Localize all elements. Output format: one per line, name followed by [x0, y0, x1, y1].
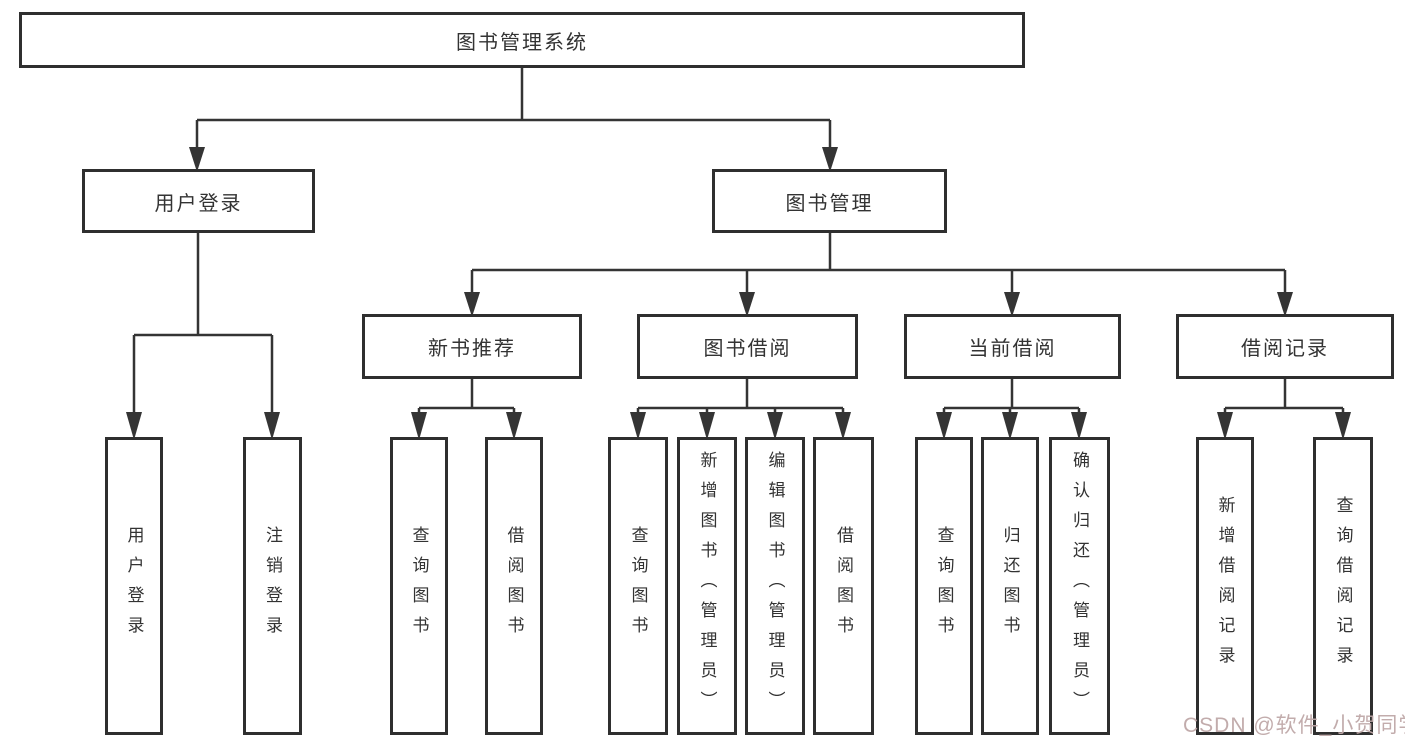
- node-current-borrow: 当前借阅: [904, 314, 1121, 379]
- node-book-borrow: 图书借阅: [637, 314, 858, 379]
- node-book-management: 图书管理: [712, 169, 947, 233]
- leaf-current-confirm-return-admin: 确认归还（管理员）: [1049, 437, 1110, 735]
- node-new-book-recommend: 新书推荐: [362, 314, 582, 379]
- leaf-user-login: 用户登录: [105, 437, 163, 735]
- leaf-borrow-borrow-books: 借阅图书: [813, 437, 874, 735]
- leaf-records-query-record: 查询借阅记录: [1313, 437, 1373, 735]
- leaf-borrow-add-books-admin: 新增图书（管理员）: [677, 437, 737, 735]
- leaf-records-add-record: 新增借阅记录: [1196, 437, 1254, 735]
- leaf-recommend-borrow-books: 借阅图书: [485, 437, 543, 735]
- arrowheads: [126, 147, 1351, 440]
- leaf-borrow-query-books: 查询图书: [608, 437, 668, 735]
- leaf-current-query-books: 查询图书: [915, 437, 973, 735]
- node-user-login: 用户登录: [82, 169, 315, 233]
- node-library-management-system: 图书管理系统: [19, 12, 1025, 68]
- leaf-logout: 注销登录: [243, 437, 302, 735]
- leaf-recommend-query-books: 查询图书: [390, 437, 448, 735]
- node-borrow-records: 借阅记录: [1176, 314, 1394, 379]
- leaf-borrow-edit-books-admin: 编辑图书（管理员）: [745, 437, 805, 735]
- leaf-current-return-books: 归还图书: [981, 437, 1039, 735]
